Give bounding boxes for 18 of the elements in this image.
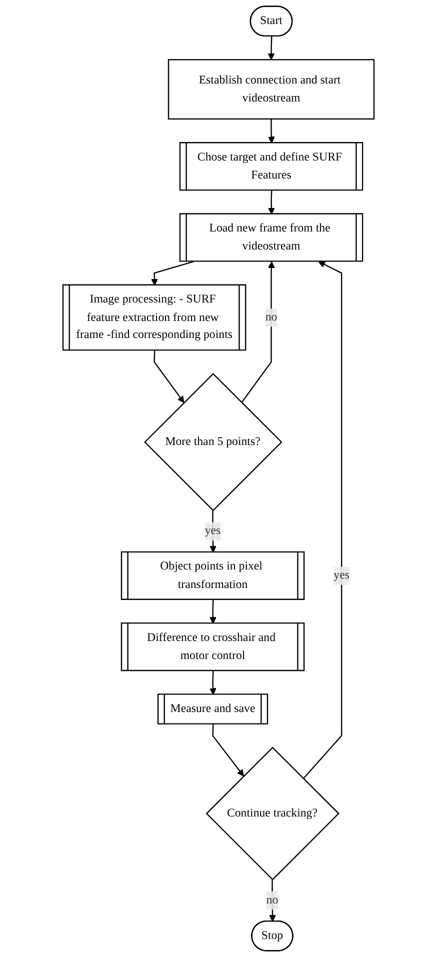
arrow — [151, 261, 194, 286]
arrow — [268, 190, 275, 214]
arrow — [209, 600, 216, 624]
edge-label: no — [266, 894, 278, 906]
edge-label: no — [265, 310, 278, 324]
arrow — [209, 670, 216, 695]
edge-label: yes — [204, 524, 221, 538]
node-box: Establish connection and start videostream — [168, 59, 375, 120]
arrow — [268, 36, 275, 60]
arrow — [154, 350, 184, 403]
arrow — [241, 261, 275, 403]
arrow — [212, 724, 244, 776]
arrow — [268, 118, 275, 144]
node-diamond: More than 5 points? — [144, 372, 282, 512]
edge-label: yes — [334, 569, 350, 582]
arrow — [302, 261, 342, 780]
arrow — [269, 880, 276, 922]
node-diamond: Continue tracking? — [206, 746, 340, 880]
